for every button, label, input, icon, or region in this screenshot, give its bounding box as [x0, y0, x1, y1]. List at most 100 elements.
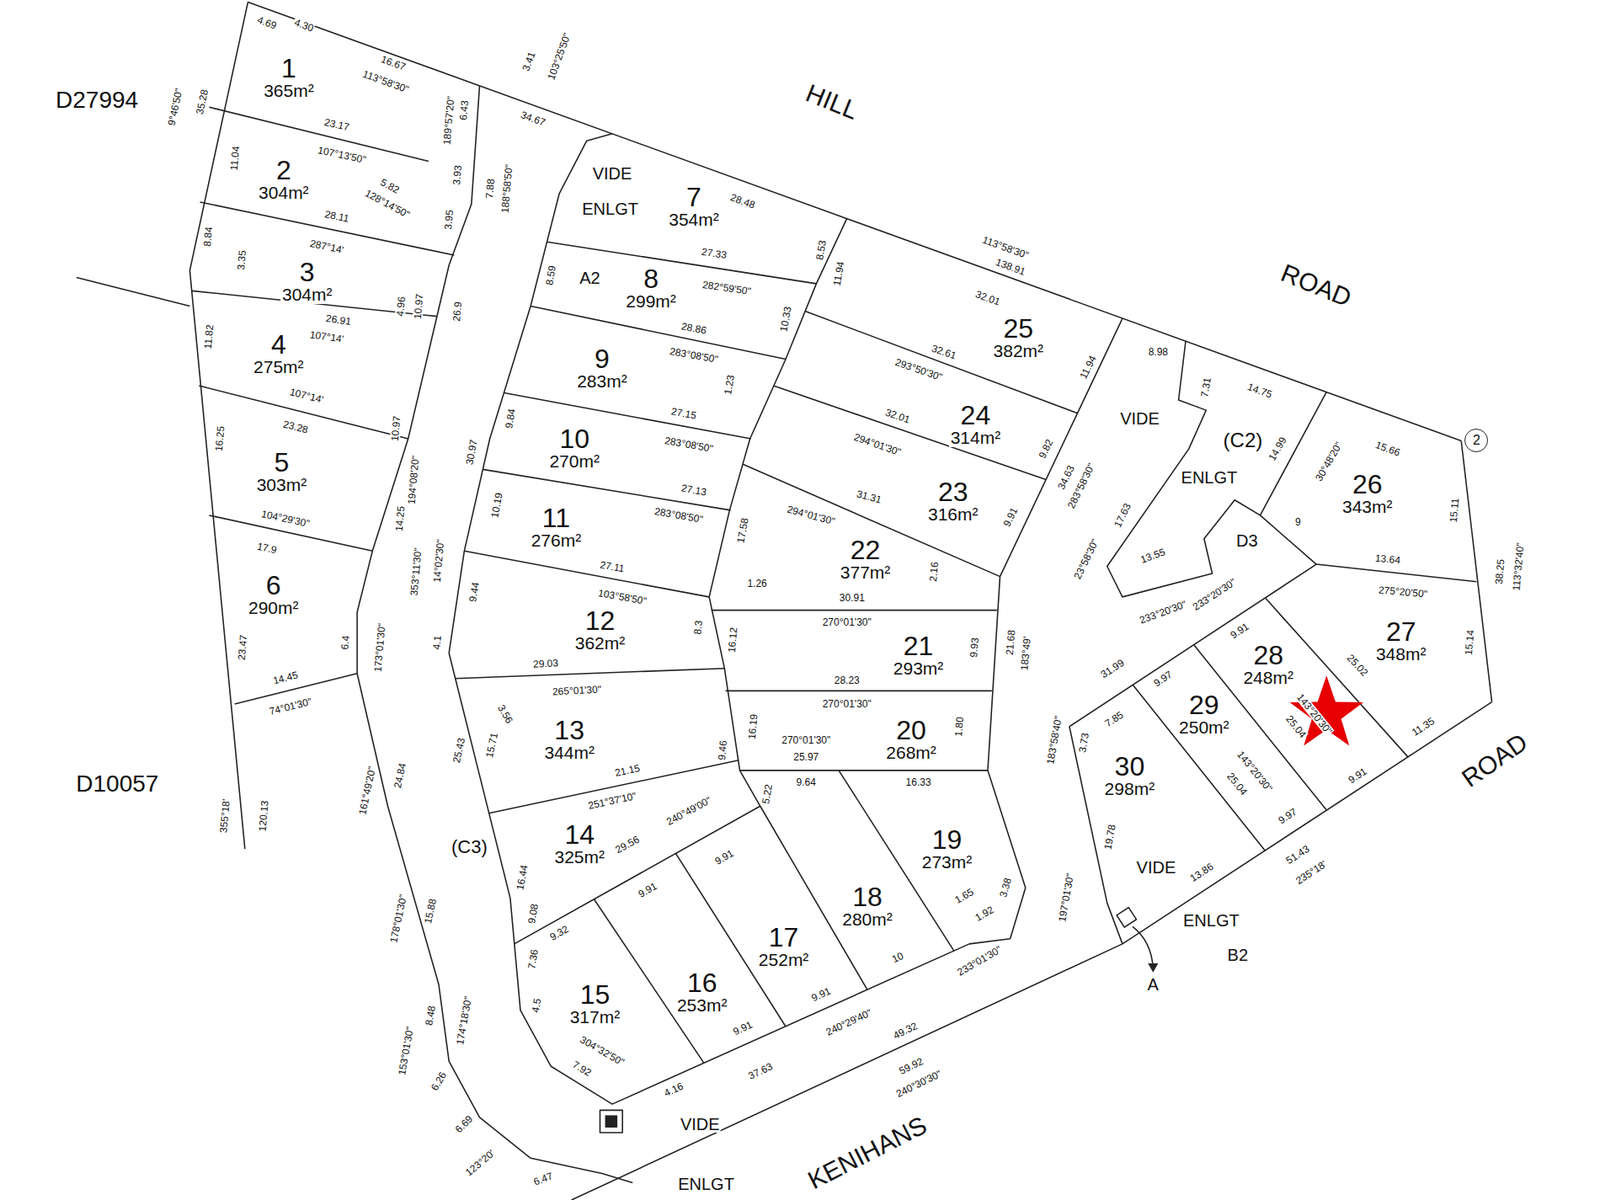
dimension-label: 10 — [890, 949, 907, 965]
dimension-label: 270°01'30" — [780, 735, 832, 746]
lot-area: 348m² — [1374, 645, 1429, 664]
road-boundary — [987, 318, 1123, 939]
dimension-label: 51.43 — [1284, 843, 1312, 868]
dimension-label: 287°14' — [308, 238, 346, 256]
dimension-label: 270°01'30" — [821, 617, 873, 628]
lot-parcel: 24314m² — [949, 401, 1003, 448]
lot-number: 18 — [850, 883, 885, 911]
lot-boundary — [464, 550, 710, 598]
dimension-label: 251°37'10" — [586, 790, 638, 811]
dimension-label: 9.82 — [1036, 437, 1056, 461]
road-name: HILL — [801, 80, 863, 124]
lot-area: 273m² — [920, 853, 975, 872]
dimension-label: 233°20'30" — [1189, 576, 1238, 614]
dimension-label: 25.43 — [451, 736, 467, 765]
dimension-label: 4.96 — [394, 294, 407, 317]
easement-label: D3 — [1235, 532, 1259, 550]
dimension-label: 11.94 — [831, 259, 846, 288]
dimension-label: 25.97 — [792, 752, 820, 763]
dimension-label: 9°46'50" — [166, 86, 185, 128]
lot-boundary — [773, 385, 1046, 480]
lot-number: 23 — [936, 478, 971, 506]
dimension-label: 29.56 — [613, 833, 642, 856]
road-name: ROAD — [1456, 728, 1533, 792]
dimension-label: 355°18' — [218, 798, 232, 835]
lot-area: 344m² — [542, 743, 597, 763]
dimension-label: 19.78 — [1103, 822, 1118, 852]
dimension-label: 194°08'20" — [405, 453, 421, 506]
dimension-label: 16.44 — [515, 863, 530, 892]
dimension-label: 32.61 — [929, 342, 959, 362]
lot-boundary — [740, 769, 988, 772]
dimension-label: 23.17 — [322, 117, 352, 133]
lot-area: 304m² — [256, 183, 311, 203]
lot-parcel: 28248m² — [1241, 641, 1296, 688]
lot-number: 10 — [557, 425, 592, 453]
lot-boundary — [711, 609, 998, 612]
lot-parcel: 27348m² — [1374, 618, 1429, 664]
dimension-label: 107°14' — [308, 329, 346, 345]
lot-number: 13 — [552, 716, 587, 744]
dimension-label: 27.13 — [679, 482, 709, 497]
lot-area: 343m² — [1340, 497, 1395, 517]
dimension-label: 29.03 — [532, 657, 560, 670]
dimension-label: 5.22 — [760, 782, 774, 806]
road-frontage — [571, 702, 1493, 1200]
dimension-label: 270°01'30" — [821, 698, 873, 710]
dimension-label: 24.84 — [392, 761, 408, 790]
dimension-label: 16.19 — [746, 712, 760, 741]
dimension-label: 103°25'50" — [545, 30, 573, 82]
dimension-label: 174°18'30" — [454, 994, 474, 1046]
dimension-label: 7.92 — [570, 1058, 594, 1078]
survey-mark — [600, 1109, 624, 1133]
dimension-label: 11.04 — [228, 144, 241, 172]
dimension-label: 304°32'50" — [577, 1034, 627, 1068]
survey-mark — [1116, 907, 1136, 928]
dimension-label: 8.53 — [814, 238, 828, 262]
lot-number: 24 — [959, 401, 993, 429]
lot-number: 7 — [684, 183, 704, 211]
station-number: 2 — [1472, 433, 1481, 448]
dimension-label: 6.47 — [531, 1170, 555, 1188]
lot-number: 1 — [279, 54, 299, 82]
lot-parcel: 12362m² — [573, 607, 628, 653]
lot-number: 21 — [901, 632, 936, 660]
dimension-label: 9.97 — [1151, 668, 1175, 689]
road-boundary — [1107, 341, 1261, 598]
dimension-label: 9.44 — [467, 580, 481, 603]
dimension-label: 8.59 — [544, 264, 558, 288]
lot-parcel: 23316m² — [926, 478, 981, 524]
dimension-label: 240°29'40" — [823, 1007, 875, 1038]
lot-parcel: 9283m² — [575, 345, 630, 391]
lot-number: 9 — [592, 345, 612, 373]
dimension-label: 128°14'50" — [362, 187, 413, 221]
lot-parcel: 25382m² — [992, 314, 1046, 361]
dimension-label: 21.15 — [613, 762, 642, 779]
dimension-label: 3.35 — [235, 249, 248, 272]
dimension-label: 283°08'50" — [652, 506, 704, 525]
easement-label: A — [1146, 976, 1160, 993]
lot-parcel: 14325m² — [552, 821, 607, 867]
lot-boundary — [1069, 564, 1477, 727]
dimension-label: 8.3 — [692, 618, 704, 636]
dimension-label: 235°18' — [1293, 858, 1329, 886]
adjoining-line — [76, 277, 191, 307]
dimension-label: 107°13'50" — [315, 144, 368, 166]
easement-label: ENLGT — [677, 1175, 736, 1193]
dimension-label: 27.11 — [598, 559, 627, 574]
leader-arrow — [1132, 926, 1153, 967]
lot-number: 2 — [274, 156, 294, 184]
lot-number: 20 — [894, 716, 928, 744]
dimension-label: 183°58'40" — [1045, 714, 1064, 766]
road-boundary — [448, 133, 1010, 1104]
lot-number: 4 — [269, 330, 288, 358]
dimension-label: 9.93 — [968, 636, 981, 659]
dimension-label: 17.9 — [256, 540, 279, 555]
easement-label: (C2) — [1222, 430, 1264, 451]
lot-area: 253m² — [675, 996, 730, 1015]
lot-parcel: 6290m² — [246, 571, 301, 618]
lot-boundary — [725, 690, 992, 693]
dimension-label: 30.91 — [838, 592, 866, 603]
lot-number: 22 — [848, 536, 883, 564]
